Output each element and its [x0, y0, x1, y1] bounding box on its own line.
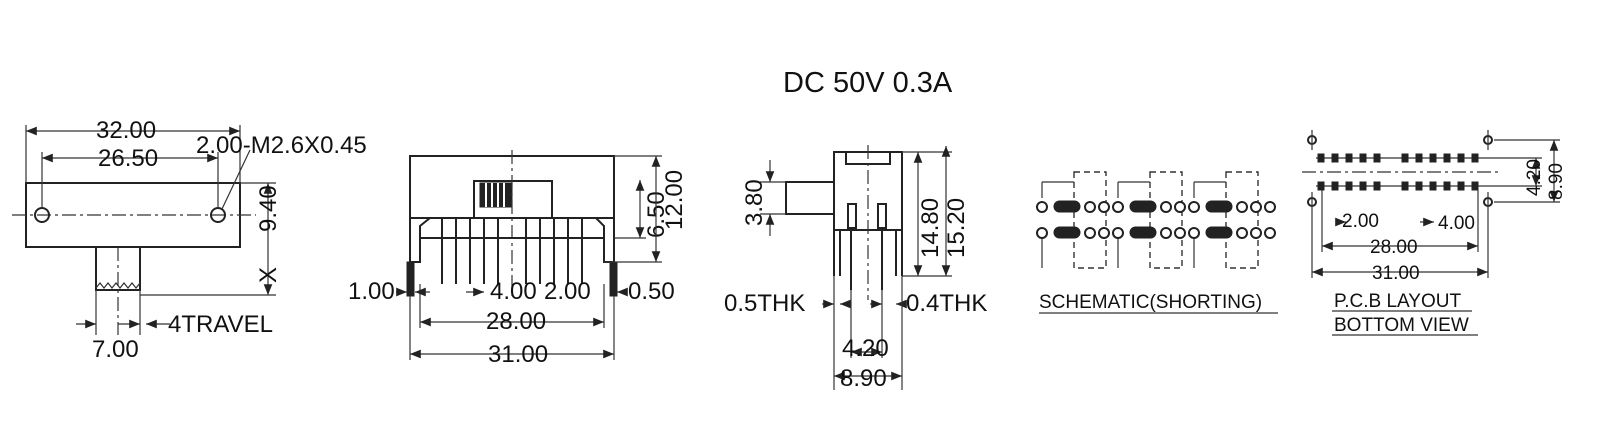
dim-row-spacing: 4.20 — [842, 335, 889, 362]
dim-height: 9.40 — [255, 185, 282, 232]
dim-body-height: 14.80 — [917, 198, 944, 258]
dim-pcb-inner: 28.00 — [1370, 237, 1418, 258]
dim-pcb-row: 4.20 — [1524, 159, 1545, 196]
schematic-diagram: SCHEMATIC(SHORTING) — [1036, 171, 1278, 314]
dim-pcb-pitch-a: 2.00 — [1342, 211, 1379, 232]
dim-pitch-b: 2.00 — [544, 278, 591, 305]
dim-overall-length: 32.00 — [96, 117, 156, 144]
actuator-end — [785, 181, 835, 215]
dim-pcb-outer: 31.00 — [1372, 263, 1420, 284]
side-view: 32.00 26.50 2.00-M2.6X0.45 9.40 X 4TRAVE… — [12, 117, 367, 363]
dim-front-inner: 28.00 — [486, 308, 546, 335]
pcb-label-title: P.C.B LAYOUT — [1334, 291, 1461, 312]
dim-front-outer: 31.00 — [488, 341, 548, 368]
section-mark-x: X — [255, 267, 282, 283]
end-view: 3.80 14.80 15.20 0.5THK 0.4THK 4.20 — [724, 145, 987, 392]
dim-screw-spec: 2.00-M2.6X0.45 — [196, 132, 367, 159]
dim-travel: 4TRAVEL — [168, 311, 273, 338]
pcb-layout: 4.20 8.90 2.00 4.00 28.00 31.00 P.C.B LA… — [1302, 130, 1567, 336]
dim-front-total: 12.00 — [661, 170, 688, 230]
dim-thickness-left: 0.5THK — [724, 290, 805, 317]
dim-pcb-width: 8.90 — [1546, 163, 1567, 200]
terminal-pins — [406, 218, 618, 297]
dim-thickness-right: 0.4THK — [906, 290, 987, 317]
dim-actuator-height: 3.80 — [741, 179, 768, 226]
pcb-label-subtitle: BOTTOM VIEW — [1334, 315, 1469, 336]
dim-pin-diameter: 1.00 — [348, 278, 395, 305]
dim-end-width: 8.90 — [840, 365, 887, 392]
rating-title: DC 50V 0.3A — [783, 67, 953, 99]
dim-pin-thickness: 0.50 — [628, 278, 675, 305]
schematic-label: SCHEMATIC(SHORTING) — [1039, 292, 1262, 313]
dim-total-height: 15.20 — [943, 198, 970, 258]
dim-pitch-a: 4.00 — [490, 278, 537, 305]
dim-hole-spacing: 26.50 — [98, 145, 158, 172]
dim-pcb-pitch-b: 4.00 — [1438, 213, 1475, 234]
dim-actuator-width: 7.00 — [92, 336, 139, 363]
front-view: 6.50 12.00 1.00 4.00 2.00 0.50 28.00 31.… — [348, 150, 688, 368]
